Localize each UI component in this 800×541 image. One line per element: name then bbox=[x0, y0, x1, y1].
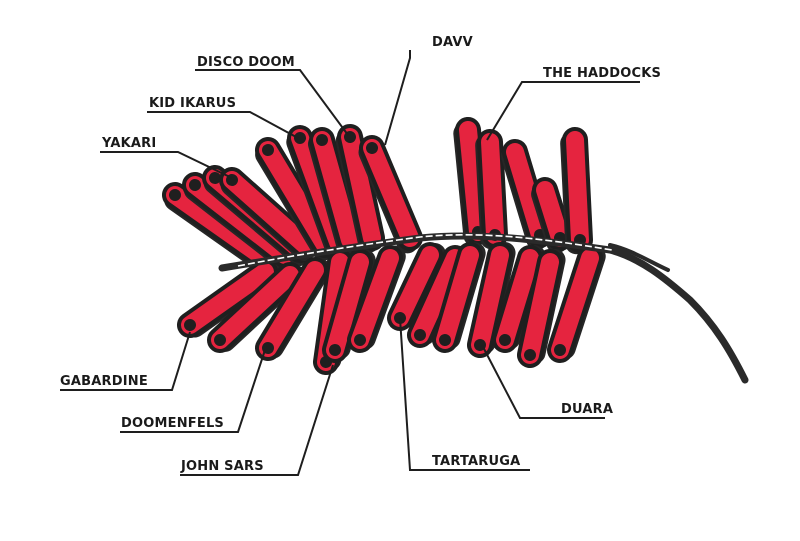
firecracker-body bbox=[387, 242, 444, 331]
label-the-haddocks: THE HADDOCKS bbox=[543, 66, 661, 81]
fuse-tail-line bbox=[608, 243, 670, 272]
firecracker-cap bbox=[189, 179, 201, 191]
lower-firecracker-7 bbox=[387, 242, 446, 331]
leader-duara bbox=[481, 344, 605, 419]
firecracker-cap bbox=[329, 344, 341, 356]
firecracker-body bbox=[562, 127, 593, 254]
leader-disco-doom bbox=[195, 69, 349, 136]
firecracker-body bbox=[477, 129, 508, 248]
label-davv: DAVV bbox=[432, 35, 473, 50]
firecracker-cap bbox=[169, 189, 181, 201]
leader-john-sars bbox=[180, 364, 334, 476]
leader-davv bbox=[384, 50, 411, 146]
firecracker-cap bbox=[316, 134, 328, 146]
lower-firecracker-13 bbox=[547, 245, 606, 363]
label-yakari: YAKARI bbox=[101, 136, 156, 151]
lower-firecracker-3 bbox=[254, 257, 331, 361]
firecracker-body bbox=[491, 244, 544, 353]
firecracker-cap bbox=[554, 344, 566, 356]
leader-yakari bbox=[100, 151, 233, 179]
leader-kid-ikarus bbox=[147, 111, 299, 139]
upper-firecracker-9 bbox=[358, 135, 423, 254]
firecracker-body bbox=[207, 262, 304, 353]
firecracker-body bbox=[517, 249, 564, 368]
leader-tartaruga bbox=[399, 317, 530, 471]
firecracker-cap bbox=[214, 334, 226, 346]
lower-firecracker-5 bbox=[322, 249, 376, 363]
firecracker-body bbox=[347, 244, 403, 353]
leader-lines bbox=[60, 50, 640, 476]
lower-firecracker-9 bbox=[432, 241, 486, 353]
fuse-wire bbox=[237, 234, 613, 267]
upper-firecracker-13 bbox=[531, 177, 574, 254]
firecracker-cap bbox=[209, 172, 221, 184]
firecracker-cap bbox=[354, 334, 366, 346]
lower-firecracker-1 bbox=[177, 258, 281, 338]
upper-firecracker-11 bbox=[475, 129, 508, 250]
firecracker-cap bbox=[499, 334, 511, 346]
lower-firecracker-6 bbox=[347, 244, 406, 353]
firecracker-body bbox=[532, 177, 574, 251]
leader-gabardine bbox=[60, 331, 191, 391]
label-duara: DUARA bbox=[561, 402, 613, 417]
firecracker-cap bbox=[439, 334, 451, 346]
band-labels: DAVV DISCO DOOM THE HADDOCKS KID IKARUS … bbox=[60, 35, 661, 474]
firecracker-cap bbox=[262, 144, 274, 156]
firecracker-cap bbox=[184, 319, 196, 331]
label-doomenfels: DOOMENFELS bbox=[121, 416, 224, 431]
label-gabardine: GABARDINE bbox=[60, 374, 148, 389]
firecracker-cap bbox=[414, 329, 426, 341]
firecracker-body bbox=[467, 242, 514, 358]
leader-the-haddocks bbox=[486, 81, 640, 141]
label-tartaruga: TARTARUGA bbox=[432, 454, 520, 469]
firecracker-cap bbox=[366, 142, 378, 154]
firecracker-cap bbox=[294, 132, 306, 144]
lower-firecracker-2 bbox=[207, 262, 306, 353]
lower-firecracker-11 bbox=[491, 244, 546, 353]
leader-doomenfels bbox=[120, 349, 266, 433]
lower-firecracker-10 bbox=[467, 241, 516, 358]
upper-firecracker-14 bbox=[560, 127, 593, 255]
fuse-string bbox=[218, 232, 749, 384]
firecracker-cap bbox=[524, 349, 536, 361]
firecracker-body bbox=[177, 258, 279, 338]
firecracker-body bbox=[432, 241, 484, 353]
label-kid-ikarus: KID IKARUS bbox=[149, 96, 236, 111]
label-john-sars: JOHN SARS bbox=[180, 459, 264, 474]
firecracker-body bbox=[359, 135, 423, 252]
lower-firecracker-12 bbox=[517, 248, 566, 368]
fuse-main-line bbox=[218, 232, 749, 384]
label-disco-doom: DISCO DOOM bbox=[197, 55, 295, 70]
